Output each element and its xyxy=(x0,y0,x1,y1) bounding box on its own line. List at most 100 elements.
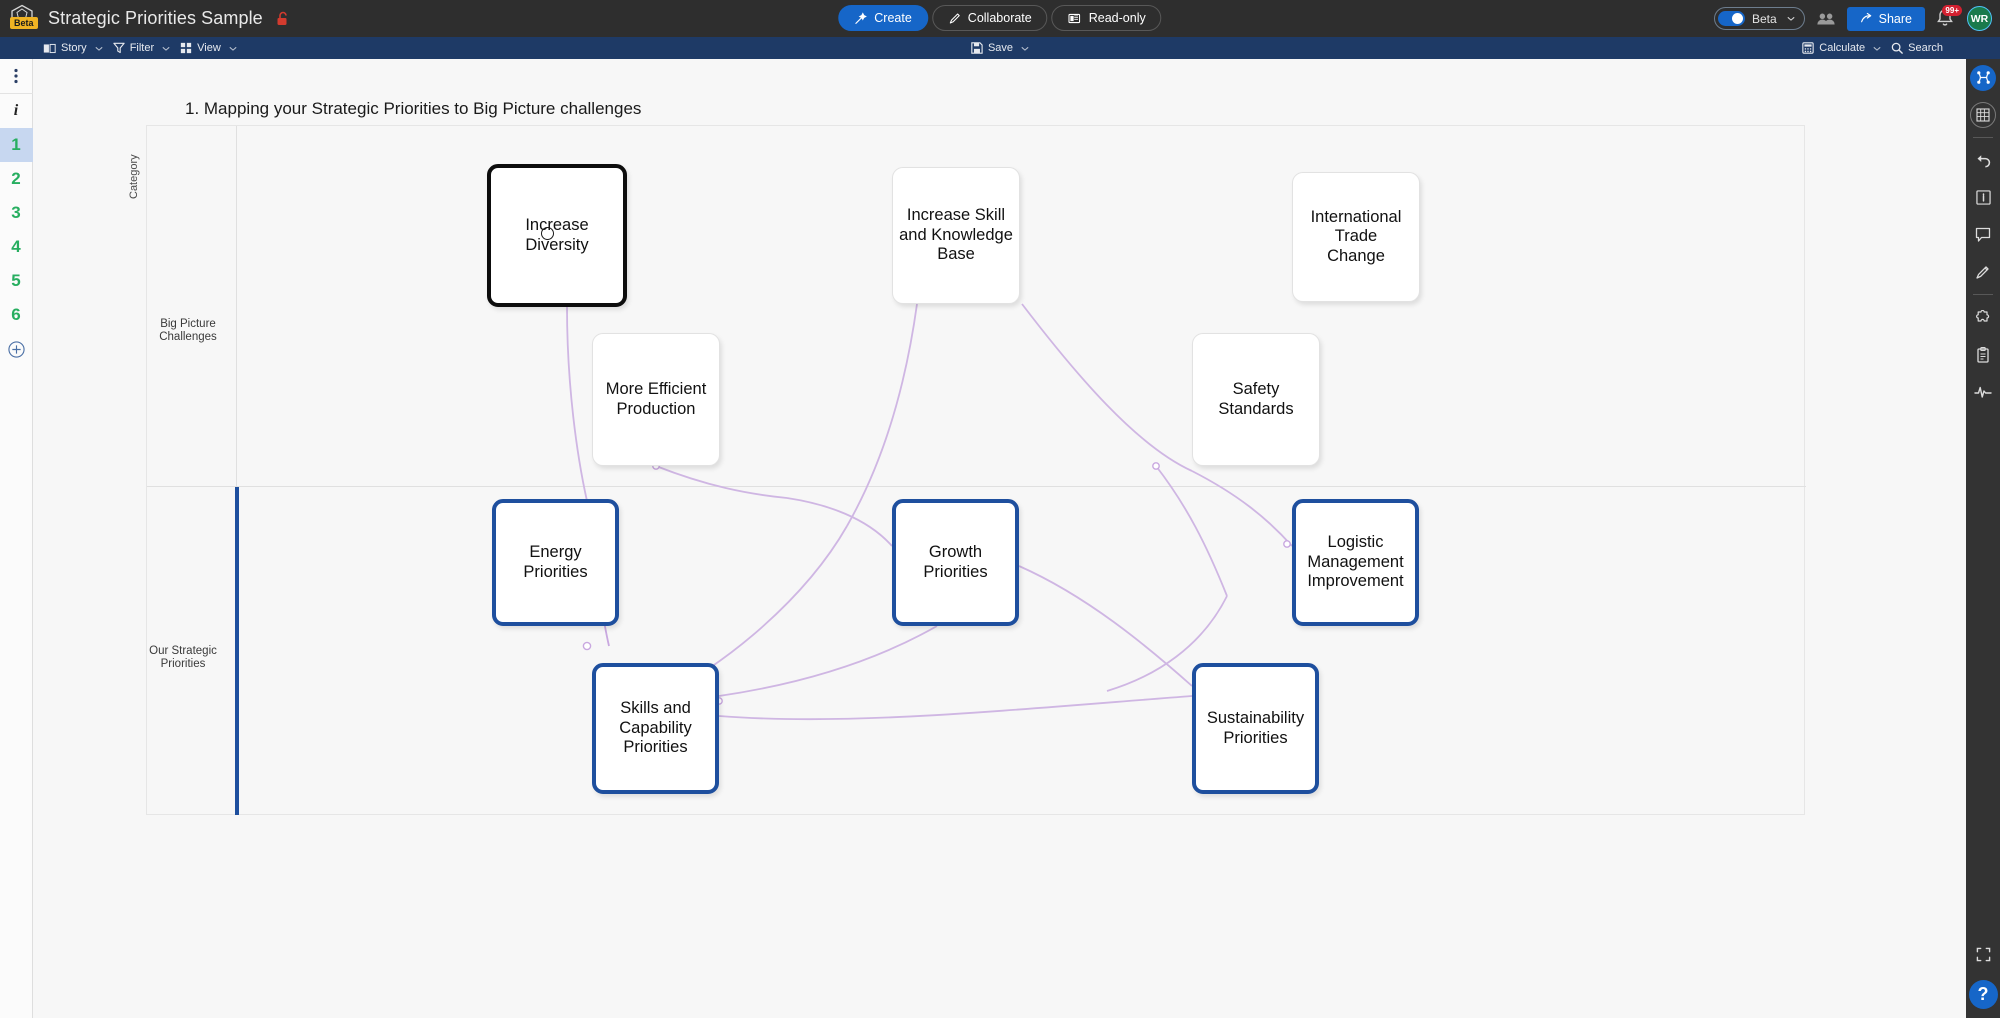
tools-divider xyxy=(1973,294,1993,295)
notifications-button[interactable]: 99+ xyxy=(1936,4,1962,30)
share-button[interactable]: Share xyxy=(1846,6,1925,31)
tool-info[interactable] xyxy=(1966,179,2000,216)
filter-menu[interactable]: Filter xyxy=(108,37,175,59)
collaborate-mode-label: Collaborate xyxy=(967,11,1032,25)
header-right-controls: Beta Share 99+ xyxy=(1713,0,1992,37)
comment-icon xyxy=(1975,227,1991,242)
collaborate-mode-button[interactable]: Collaborate xyxy=(931,5,1048,31)
diagram-canvas[interactable]: 1. Mapping your Strategic Priorities to … xyxy=(33,59,1966,1018)
beta-toggle-knob xyxy=(1731,13,1743,24)
node-increase-diversity[interactable]: Increase Diversity xyxy=(487,164,627,307)
share-arrow-icon xyxy=(1860,12,1871,23)
node-increase-skill-knowledge[interactable]: Increase Skill and Knowledge Base xyxy=(892,167,1020,304)
link-skills-growth xyxy=(718,625,938,697)
link-endpoint xyxy=(1283,540,1291,548)
sidebar-page-5[interactable]: 5 xyxy=(11,271,21,290)
book-open-icon xyxy=(43,43,56,53)
save-disk-icon xyxy=(971,42,983,54)
node-label-line3: Base xyxy=(937,245,975,264)
link-diversity-skills xyxy=(566,306,588,502)
rail-menu-button[interactable] xyxy=(0,59,33,93)
tool-network-map[interactable] xyxy=(1966,59,2000,96)
beta-badge: Beta xyxy=(10,17,38,29)
sidebar-page-1[interactable]: 1 xyxy=(0,128,33,162)
tool-pencil[interactable] xyxy=(1966,253,2000,290)
tool-table-grid[interactable] xyxy=(1966,96,2000,133)
node-energy-priorities[interactable]: Energy Priorities xyxy=(492,499,619,626)
node-sustainability-priorities[interactable]: Sustainability Priorities xyxy=(1192,663,1319,794)
chevron-down-icon xyxy=(1787,16,1795,21)
clipboard-icon xyxy=(1977,346,1989,363)
fullscreen-icon xyxy=(1976,947,1990,962)
sidebar-page-4[interactable]: 4 xyxy=(11,237,21,256)
tool-clipboard[interactable] xyxy=(1966,336,2000,373)
toolbar-left-group: Story Filter View xyxy=(38,37,242,59)
page-navigation-rail: i 1 2 3 4 5 6 xyxy=(0,59,33,1018)
link-safety-logistic xyxy=(1191,470,1293,547)
calculate-menu[interactable]: Calculate xyxy=(1797,37,1886,59)
view-menu[interactable]: View xyxy=(175,37,242,59)
mode-segment-group: Create Collaborate Read-only xyxy=(838,5,1162,31)
chevron-down-icon[interactable] xyxy=(1873,46,1881,51)
tools-rail-bottom: ? xyxy=(1966,936,2000,1018)
chevron-down-icon[interactable] xyxy=(1021,46,1029,51)
document-title[interactable]: Strategic Priorities Sample xyxy=(48,8,263,28)
sidebar-page-6[interactable]: 6 xyxy=(11,305,21,324)
tool-comment[interactable] xyxy=(1966,216,2000,253)
search-button[interactable]: Search xyxy=(1886,37,1948,59)
pencil-edit-icon xyxy=(1976,265,1989,279)
node-label-line1: Logistic xyxy=(1327,533,1384,552)
create-mode-button[interactable]: Create xyxy=(838,5,928,31)
table-grid-icon xyxy=(1976,107,1990,122)
node-label-line2: Management xyxy=(1307,552,1404,571)
row-label-our-priorities: Our Strategic Priorities xyxy=(133,645,233,671)
node-label-line3: Improvement xyxy=(1307,572,1404,591)
column-divider-bottom-highlight xyxy=(235,487,239,815)
people-icon[interactable] xyxy=(1816,11,1836,27)
node-label-line1: Growth xyxy=(928,543,983,561)
readonly-mode-button[interactable]: Read-only xyxy=(1051,5,1162,31)
activity-pulse-icon xyxy=(1974,386,1992,398)
node-logistic-management-improvement[interactable]: Logistic Management Improvement xyxy=(1292,499,1419,626)
node-label-line1: Skills and xyxy=(620,699,691,718)
story-menu[interactable]: Story xyxy=(38,37,108,59)
save-label: Save xyxy=(987,42,1014,54)
row-label-line2: Challenges xyxy=(159,331,217,343)
tool-activity[interactable] xyxy=(1966,373,2000,410)
chevron-down-icon[interactable] xyxy=(95,46,103,51)
help-button[interactable]: ? xyxy=(1968,980,1998,1009)
node-label-line3: Priorities xyxy=(623,738,688,757)
node-label-line1: Energy xyxy=(529,543,582,561)
tool-undo[interactable] xyxy=(1966,142,2000,179)
column-divider-top xyxy=(236,126,237,486)
save-menu[interactable]: Save xyxy=(966,37,1034,59)
fullscreen-button[interactable] xyxy=(1966,936,2000,973)
beta-toggle-track xyxy=(1717,11,1745,26)
node-more-efficient-production[interactable]: More Efficient Production xyxy=(592,333,720,466)
user-avatar[interactable]: WR xyxy=(1967,6,1992,31)
sidebar-page-3[interactable]: 3 xyxy=(11,203,21,222)
add-page-button[interactable] xyxy=(0,332,33,366)
create-mode-label: Create xyxy=(874,11,912,25)
grid-view-icon xyxy=(180,42,192,54)
matrix-plot-area: Big Picture Challenges Our Strategic Pri… xyxy=(146,125,1806,815)
network-map-icon xyxy=(1976,71,1990,84)
chevron-down-icon[interactable] xyxy=(229,46,237,51)
tool-puzzle[interactable] xyxy=(1966,299,2000,336)
info-box-icon xyxy=(1975,190,1991,205)
app-logo[interactable]: Beta xyxy=(4,0,44,37)
row-label-line1: Our Strategic xyxy=(149,645,217,657)
node-label-line2: Diversity xyxy=(525,235,589,254)
rail-info-button[interactable]: i xyxy=(13,102,19,119)
sidebar-page-2[interactable]: 2 xyxy=(11,169,21,188)
beta-toggle[interactable]: Beta xyxy=(1713,7,1805,30)
node-safety-standards[interactable]: Safety Standards xyxy=(1192,333,1320,466)
chevron-down-icon[interactable] xyxy=(162,46,170,51)
link-efficient-growth xyxy=(655,465,788,499)
funnel-icon xyxy=(112,42,125,54)
node-skills-capability-priorities[interactable]: Skills and Capability Priorities xyxy=(592,663,719,794)
unlock-icon[interactable] xyxy=(276,11,290,27)
node-international-trade-change[interactable]: International Trade Change xyxy=(1292,172,1420,302)
node-growth-priorities[interactable]: Growth Priorities xyxy=(892,499,1019,626)
